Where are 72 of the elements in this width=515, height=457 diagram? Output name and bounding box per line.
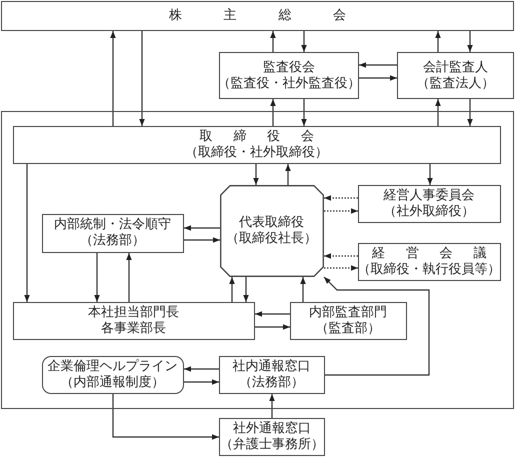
box-subtitle: （法務部）	[80, 233, 146, 250]
arrow	[359, 75, 397, 81]
arrow	[435, 31, 441, 52]
box-title: 株主総会	[169, 8, 388, 24]
box-subtitle: （取締役社長）	[226, 230, 318, 247]
org-box	[358, 242, 501, 281]
org-box	[219, 52, 359, 99]
arrow	[184, 366, 219, 372]
org-box	[290, 302, 407, 340]
box-title: 内部監査部門	[309, 304, 388, 321]
org-box	[42, 214, 184, 253]
arrow	[255, 324, 290, 330]
arrow	[270, 31, 276, 52]
arrow	[255, 311, 290, 317]
box-title: 取締役会	[199, 128, 335, 145]
arrow	[359, 62, 397, 68]
arrow	[285, 164, 291, 185]
dotted-arrow	[324, 208, 358, 214]
arrow	[301, 99, 307, 126]
box-title: 監査役会	[263, 60, 315, 76]
box-subtitle: （監査法人）	[416, 76, 494, 92]
arrow	[253, 164, 259, 185]
arrow	[467, 99, 473, 126]
box-title: 本社担当部門長	[88, 304, 180, 321]
box-title: 社内通報窓口	[232, 358, 311, 375]
org-box	[219, 418, 325, 456]
dotted-arrow	[324, 265, 358, 271]
org-box	[397, 52, 514, 99]
arrow	[269, 394, 275, 418]
rounded-box	[42, 356, 184, 394]
arrow	[300, 277, 306, 302]
meeting-bar	[1, 1, 514, 31]
box-title: 社外通報窓口	[233, 421, 311, 437]
arrow	[184, 237, 220, 243]
arrow	[301, 31, 307, 52]
box-subtitle: （弁護士事務所）	[220, 437, 324, 453]
box-subtitle: （監査役・社外監査役）	[218, 76, 360, 92]
arrow	[139, 31, 145, 126]
arrow	[110, 31, 116, 126]
arrow	[229, 277, 235, 302]
box-subtitle: （社外取締役）	[384, 204, 475, 220]
board-bar	[12, 126, 501, 164]
arrow	[324, 276, 430, 376]
dotted-arrow	[324, 253, 358, 259]
org-box	[358, 184, 501, 223]
box-title: 企業倫理ヘルプライン	[48, 358, 178, 375]
arrow	[243, 277, 249, 302]
arrow	[427, 164, 433, 185]
box-subtitle: （取締役・社外取締役）	[185, 144, 328, 161]
arrow	[270, 99, 276, 126]
arrow	[112, 394, 219, 440]
arrow	[24, 164, 30, 302]
arrow	[94, 253, 100, 302]
box-subtitle: （取締役・執行役員等）	[358, 262, 501, 278]
org-box	[12, 302, 255, 340]
box-title: 代表取締役	[239, 214, 304, 231]
arrow	[184, 225, 220, 231]
box-subtitle: 各事業部長	[101, 320, 166, 337]
box-title: 経営人事委員会	[384, 188, 475, 204]
org-box	[218, 356, 325, 394]
company-frame	[1, 111, 514, 409]
box-subtitle: （監査部）	[316, 320, 381, 337]
dotted-arrow	[324, 195, 358, 201]
box-title: 内部統制・法令順守	[54, 217, 172, 233]
arrow	[435, 99, 441, 126]
arrow	[184, 379, 219, 385]
arrow	[467, 31, 473, 52]
box-subtitle: （内部通報制度）	[60, 374, 165, 391]
box-title: 経営会議	[372, 246, 508, 262]
box-title: 会計監査人	[423, 60, 488, 76]
arrow	[126, 253, 132, 302]
box-subtitle: （法務部）	[239, 374, 304, 391]
